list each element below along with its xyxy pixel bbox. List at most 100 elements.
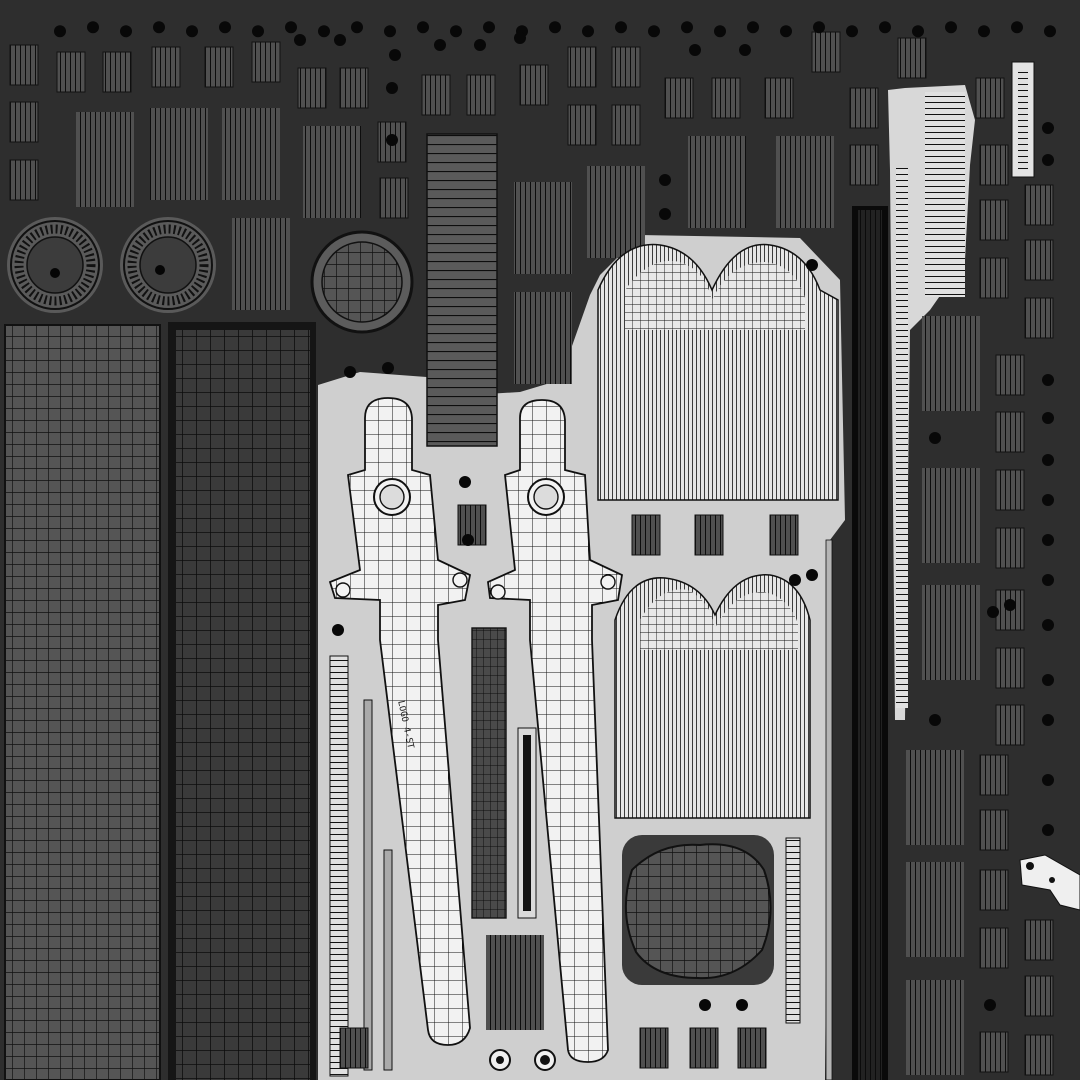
dot-island [1042, 824, 1054, 836]
dot-island [54, 25, 66, 38]
square-island [979, 809, 1009, 851]
square-island [979, 1031, 1009, 1073]
dot-island [846, 25, 858, 38]
dot-island [659, 208, 671, 220]
square-island [995, 354, 1025, 396]
dot-island [285, 21, 297, 34]
square-island [9, 101, 39, 143]
square-island [979, 754, 1009, 796]
neck-left [328, 397, 472, 1046]
dot-island [1042, 494, 1054, 506]
dot-island [1042, 774, 1054, 786]
square-island [466, 74, 496, 116]
square-island [711, 77, 741, 119]
square-island [56, 51, 86, 93]
square-island [1024, 239, 1054, 281]
square-island [694, 514, 724, 556]
square-island [379, 177, 409, 219]
dot-island [384, 25, 396, 38]
dot-island [806, 259, 818, 271]
dot-island [386, 134, 398, 146]
square-island [737, 1027, 767, 1069]
dot-island [462, 534, 474, 546]
dot-island [434, 39, 446, 51]
dot-island [659, 174, 671, 186]
square-island [811, 31, 841, 73]
square-island [9, 44, 39, 86]
square-island [519, 64, 549, 106]
dot-island [450, 25, 462, 38]
dot-island [813, 21, 825, 34]
dot-island [945, 21, 957, 34]
dot-island [747, 21, 759, 34]
dot-island [120, 25, 132, 38]
square-island [204, 46, 234, 88]
square-island [897, 37, 927, 79]
square-island [611, 46, 641, 88]
square-island [1024, 297, 1054, 339]
dot-island [929, 432, 941, 444]
dot-island [689, 44, 701, 56]
dot-island [549, 21, 561, 34]
square-island [567, 46, 597, 88]
square-island [995, 527, 1025, 569]
dot-island [474, 39, 486, 51]
square-island [979, 869, 1009, 911]
dot-island [879, 21, 891, 34]
dot-island [1042, 534, 1054, 546]
square-island [849, 87, 879, 129]
square-island [995, 411, 1025, 453]
small-square-islands [9, 31, 1054, 1076]
square-island [151, 46, 181, 88]
square-island [769, 514, 799, 556]
square-island [995, 647, 1025, 689]
dot-island [984, 999, 996, 1011]
ring-mid [120, 217, 216, 313]
square-island [764, 77, 794, 119]
grid-sphere [310, 230, 414, 334]
dot-island [615, 21, 627, 34]
dot-island [514, 32, 526, 44]
dot-island [386, 82, 398, 94]
dot-island [334, 34, 346, 46]
dot-island [1044, 25, 1056, 38]
dot-island [1042, 674, 1054, 686]
square-island [339, 67, 369, 109]
dot-island [648, 25, 660, 38]
dot-island [929, 714, 941, 726]
dot-island [417, 21, 429, 34]
dot-island [1042, 714, 1054, 726]
dot-island [389, 49, 401, 61]
dot-island [344, 366, 356, 378]
dot-islands [54, 21, 1056, 1011]
dot-island [87, 21, 99, 34]
dot-island [736, 999, 748, 1011]
dot-island [1042, 154, 1054, 166]
square-island [611, 104, 641, 146]
dot-island [912, 25, 924, 38]
square-island [297, 67, 327, 109]
square-island [421, 74, 451, 116]
square-island [979, 199, 1009, 241]
dot-island [582, 25, 594, 38]
square-island [995, 704, 1025, 746]
dot-island [332, 624, 344, 636]
dot-island [1042, 412, 1054, 424]
dot-island [1042, 454, 1054, 466]
square-island [1024, 184, 1054, 226]
square-island [631, 514, 661, 556]
dot-island [789, 574, 801, 586]
square-island [339, 1027, 369, 1069]
square-island [664, 77, 694, 119]
dot-island [459, 476, 471, 488]
dot-island [382, 362, 394, 374]
square-island [979, 927, 1009, 969]
square-island [9, 159, 39, 201]
square-island [979, 144, 1009, 186]
square-island [102, 51, 132, 93]
square-island [1024, 919, 1054, 961]
dot-island [1042, 122, 1054, 134]
dot-island [1004, 599, 1016, 611]
dot-island [806, 569, 818, 581]
